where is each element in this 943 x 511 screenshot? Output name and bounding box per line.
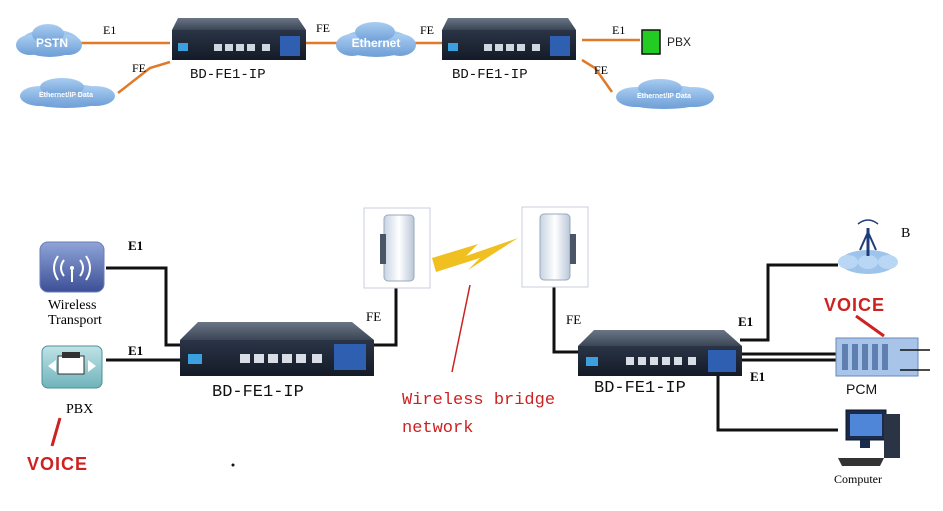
bottom-links (106, 263, 838, 432)
link-e1-upper-right-label: E1 (738, 314, 754, 329)
voice-pointer-right (855, 314, 885, 338)
bridge-pointer (451, 284, 471, 373)
link-fe-right-label: FE (566, 312, 582, 327)
access-point-right-icon (521, 206, 589, 288)
bottom-device-left-label: BD-FE1-IP (212, 383, 304, 402)
link-device-to-computer (716, 372, 838, 432)
stray-dot (231, 463, 235, 467)
top-links (78, 38, 640, 94)
link-ap-right-to-device (552, 285, 578, 354)
cloud-label-ethernet: Ethernet (351, 36, 401, 50)
link-device-to-ap-left (370, 285, 398, 347)
pbx-bottom-label: PBX (66, 402, 94, 417)
bottom-device-right-label: BD-FE1-IP (594, 379, 686, 398)
top-link-fe-right: FE (594, 63, 609, 77)
link-e1-lower-right-label: E1 (750, 369, 766, 384)
top-device-left-label: BD-FE1-IP (190, 67, 266, 83)
voice-label-right: VOICE (824, 295, 886, 315)
pbx-bottom-icon (41, 345, 103, 389)
top-link-fe-left: FE (132, 61, 147, 75)
link-fe-left-label: FE (366, 309, 382, 324)
top-device-left-icon (172, 18, 306, 60)
link-data-to-device (117, 60, 171, 94)
top-link-e1-left: E1 (103, 23, 117, 37)
link-device-to-data (581, 58, 614, 93)
top-pbx-label: PBX (667, 35, 692, 49)
top-device-right-icon (442, 18, 576, 60)
computer-label: Computer (834, 472, 882, 486)
top-link-e1-right: E1 (612, 23, 626, 37)
voice-label-left: VOICE (27, 454, 89, 474)
access-point-left-icon (363, 207, 431, 289)
wireless-bridge-label-line2: network (402, 419, 474, 438)
data-cloud-right (616, 79, 714, 109)
data-cloud-left (20, 78, 115, 108)
cloud-label-data-right: Ethernet/IP Data (637, 93, 691, 100)
cloud-label-pstn: PSTN (35, 36, 68, 50)
top-device-right-label: BD-FE1-IP (452, 67, 528, 83)
link-wt-to-device (106, 266, 180, 347)
link-e1-lower-left-label: E1 (128, 343, 144, 358)
wireless-transport-icon (39, 241, 105, 293)
pcm-label: PCM (846, 381, 878, 397)
link-e1-upper-left-label: E1 (128, 238, 144, 253)
top-link-fe-mid-right: FE (420, 23, 435, 37)
base-station-icon (838, 219, 898, 274)
top-link-fe-mid-left: FE (316, 21, 331, 35)
link-device-to-b (740, 263, 838, 342)
computer-icon (838, 409, 900, 466)
pcm-icon (835, 337, 930, 377)
voice-pointer-left (50, 417, 62, 447)
wireless-transport-label: Wireless Transport (48, 298, 102, 328)
pbx-box-icon (641, 29, 661, 55)
ethernet-cloud (336, 22, 416, 57)
pstn-cloud (16, 24, 82, 57)
base-station-b-label: B (901, 226, 911, 241)
wireless-bridge-label-line1: Wireless bridge (402, 391, 556, 410)
cloud-label-data-left: Ethernet/IP Data (39, 92, 93, 99)
bottom-device-right-icon (578, 330, 742, 376)
wireless-link-icon (432, 238, 518, 272)
bottom-device-left-icon (180, 322, 374, 376)
